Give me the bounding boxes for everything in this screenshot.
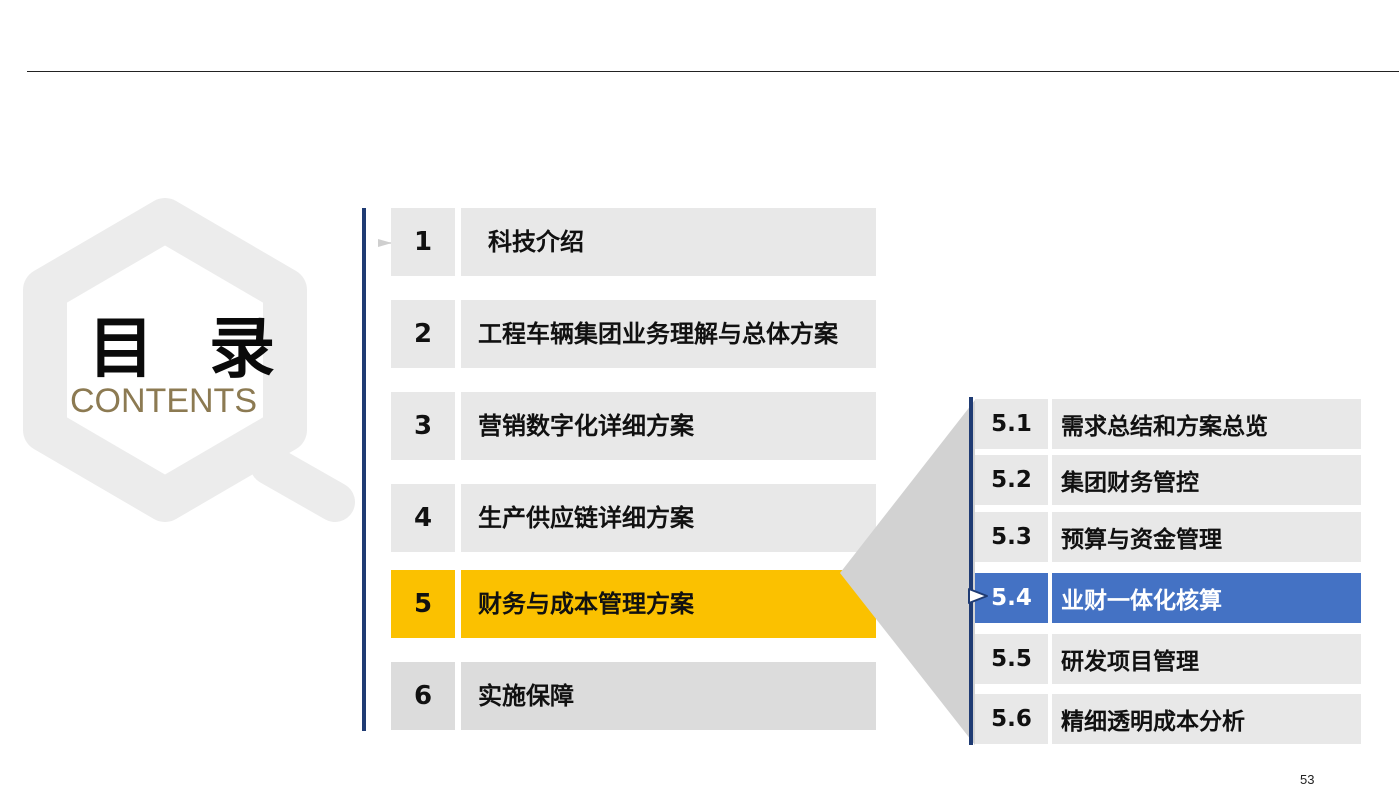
toc-number: 6	[391, 662, 455, 730]
toc-label: 科技介绍	[461, 208, 876, 276]
toc-number: 5	[391, 570, 455, 638]
subtoc-number: 5.5	[975, 634, 1048, 684]
toc-item-6[interactable]: 6 实施保障	[391, 662, 876, 730]
toc-label: 实施保障	[461, 662, 876, 730]
subtoc-item-5-4[interactable]: 5.4 业财一体化核算	[975, 573, 1361, 623]
subtoc-label: 需求总结和方案总览	[1052, 399, 1361, 449]
toc-item-4[interactable]: 4 生产供应链详细方案	[391, 484, 876, 552]
subtoc-label: 集团财务管控	[1052, 455, 1361, 505]
subtoc-label: 精细透明成本分析	[1052, 694, 1361, 744]
subtoc-label: 预算与资金管理	[1052, 512, 1361, 562]
subtoc-number: 5.6	[975, 694, 1048, 744]
toc-number: 3	[391, 392, 455, 460]
subtoc-number: 5.4	[975, 573, 1048, 623]
toc-number: 1	[391, 208, 455, 276]
top-rule	[27, 71, 1399, 72]
subtoc-number: 5.3	[975, 512, 1048, 562]
subtoc-number: 5.2	[975, 455, 1048, 505]
subtoc-accent-bar	[969, 397, 973, 745]
toc-number: 2	[391, 300, 455, 368]
subtoc-item-5-2[interactable]: 5.2 集团财务管控	[975, 455, 1361, 505]
subtoc-number: 5.1	[975, 399, 1048, 449]
toc-item-5[interactable]: 5 财务与成本管理方案	[391, 570, 876, 638]
subtoc-item-5-1[interactable]: 5.1 需求总结和方案总览	[975, 399, 1361, 449]
page-subtitle: CONTENTS	[70, 382, 257, 420]
expand-funnel-connector	[840, 400, 975, 745]
hexagon-magnifier-decoration	[23, 198, 355, 522]
subtoc-item-5-5[interactable]: 5.5 研发项目管理	[975, 634, 1361, 684]
toc-item-1[interactable]: 1 科技介绍	[391, 208, 876, 276]
subtoc-item-5-3[interactable]: 5.3 预算与资金管理	[975, 512, 1361, 562]
subtoc-label: 研发项目管理	[1052, 634, 1361, 684]
page-title: 目 录	[88, 310, 291, 387]
toc-label: 工程车辆集团业务理解与总体方案	[461, 300, 876, 368]
subtoc-label: 业财一体化核算	[1052, 573, 1361, 623]
toc-item-2[interactable]: 2 工程车辆集团业务理解与总体方案	[391, 300, 876, 368]
toc-label: 营销数字化详细方案	[461, 392, 876, 460]
toc-accent-bar	[362, 208, 366, 731]
toc-label: 财务与成本管理方案	[461, 570, 876, 638]
subtoc-item-5-6[interactable]: 5.6 精细透明成本分析	[975, 694, 1361, 744]
toc-label: 生产供应链详细方案	[461, 484, 876, 552]
page-number: 53	[1300, 772, 1315, 787]
toc-item-3[interactable]: 3 营销数字化详细方案	[391, 392, 876, 460]
current-item-arrow-icon	[968, 588, 988, 604]
toc-number: 4	[391, 484, 455, 552]
